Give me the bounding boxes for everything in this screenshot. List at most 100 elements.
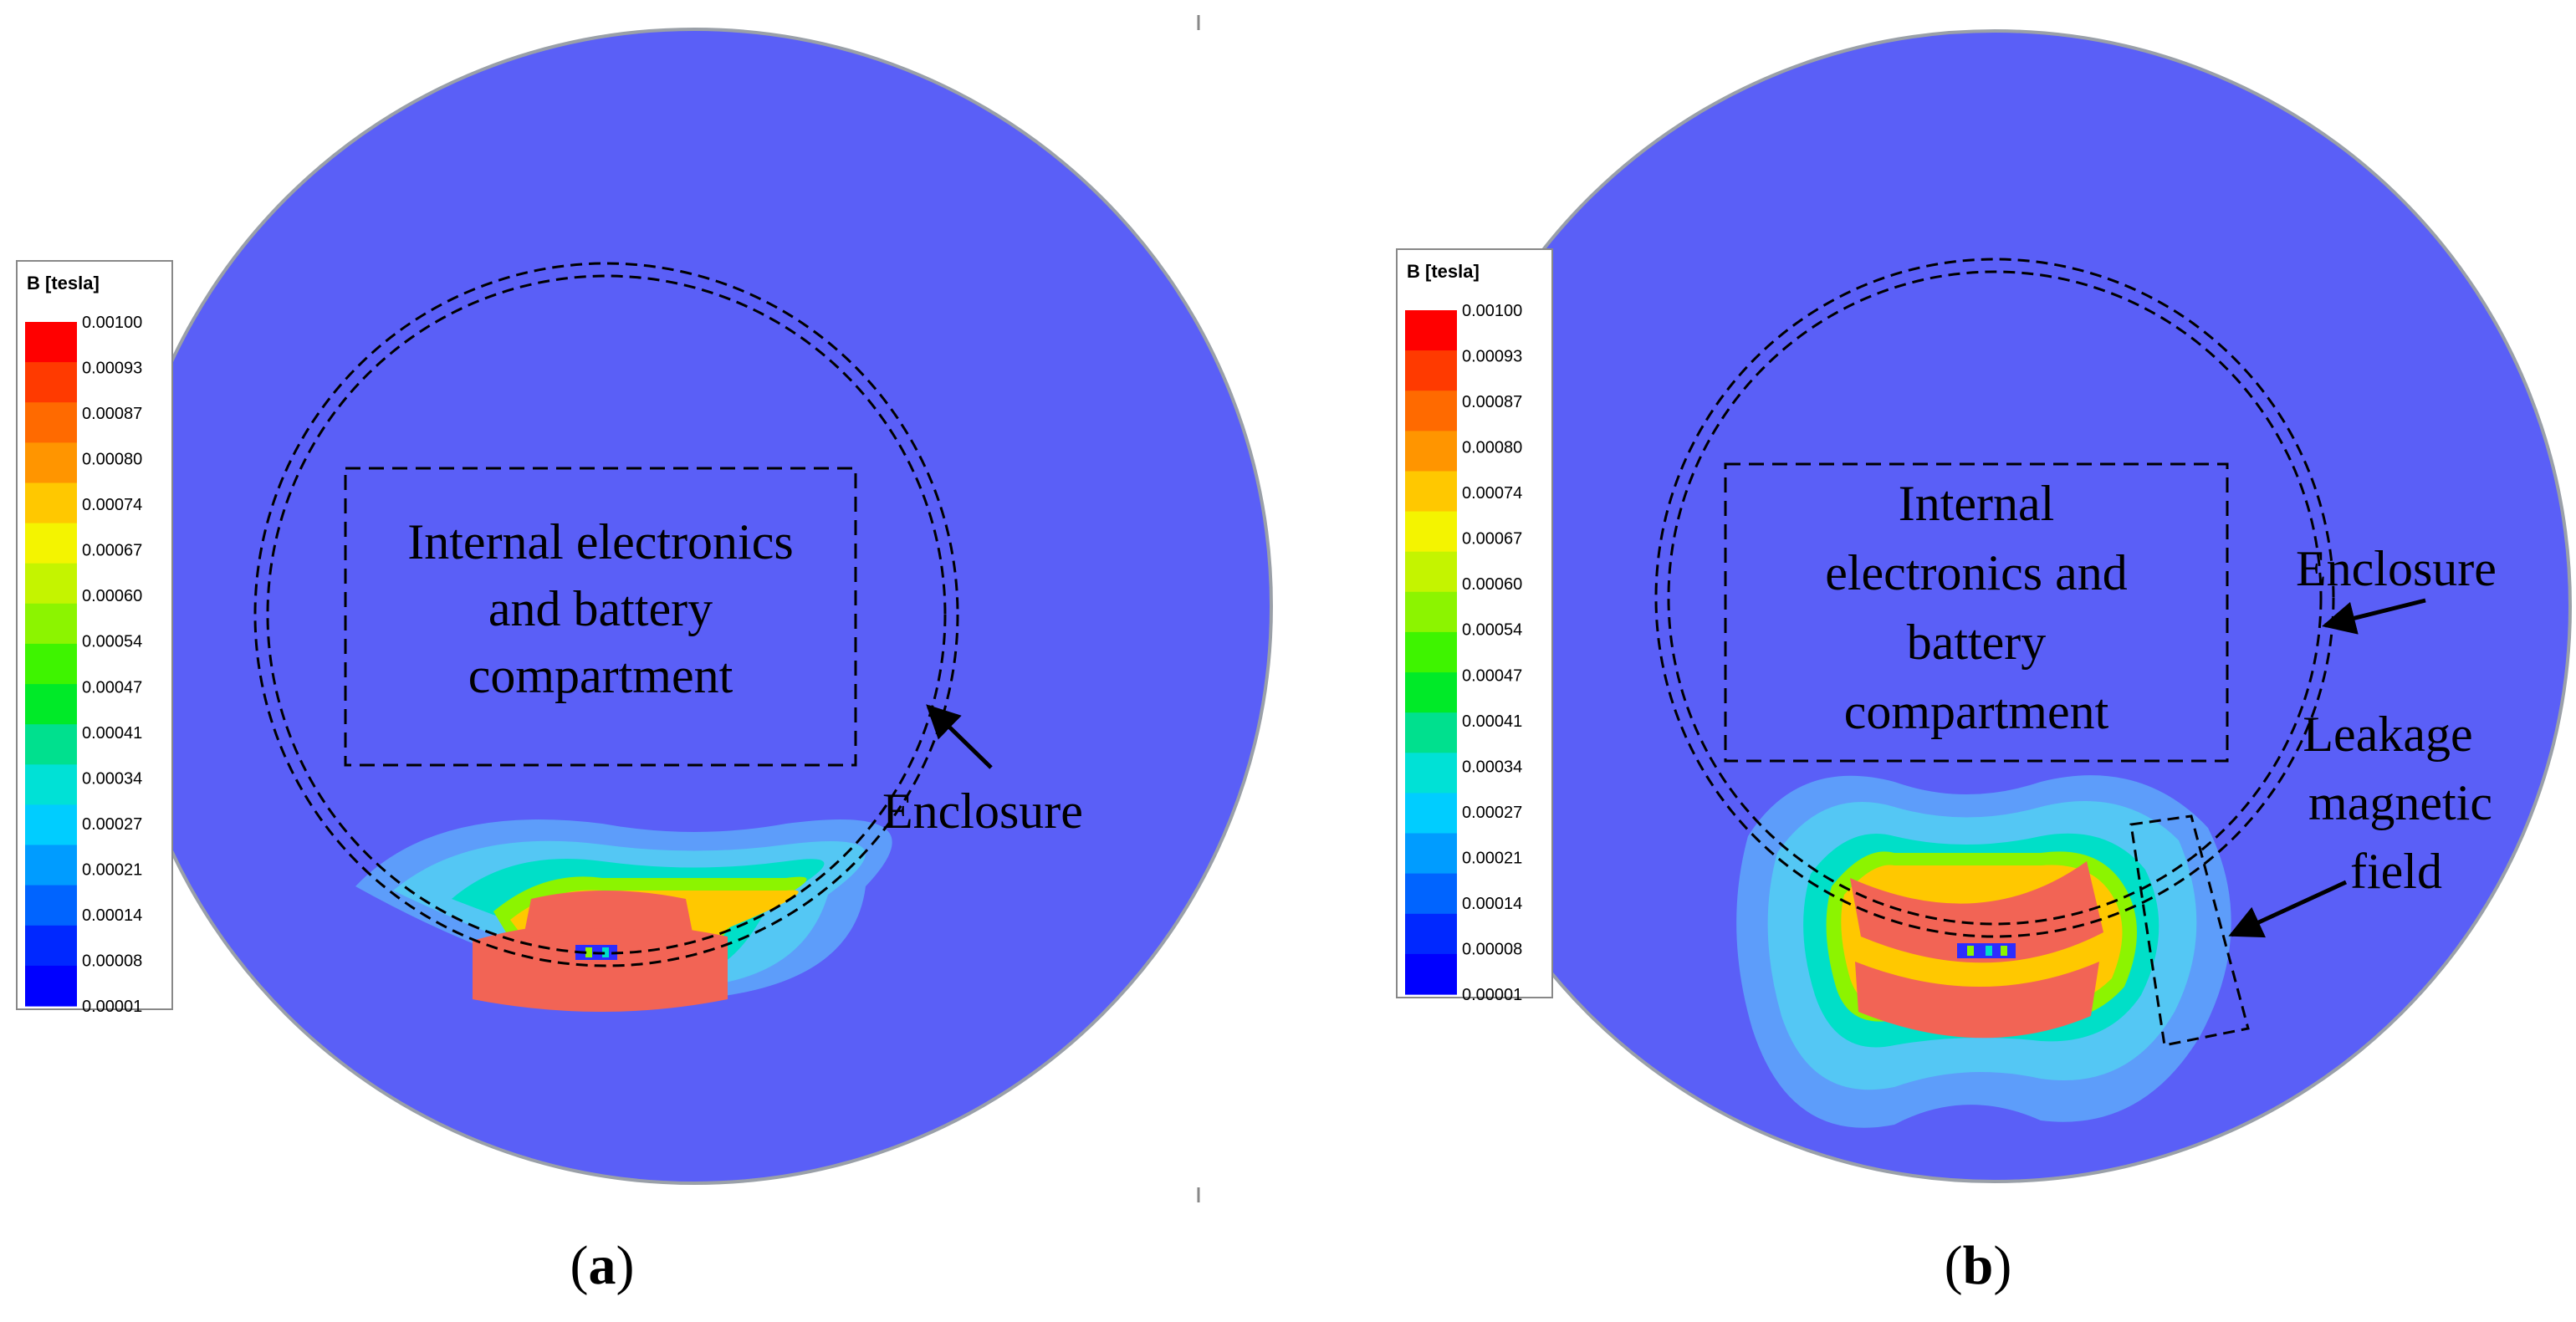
magnet-lower (1855, 962, 2099, 1039)
enclosure-outer (253, 262, 959, 967)
legend-swatch (25, 322, 77, 363)
leakage-label-line-3: field (2350, 844, 2442, 899)
legend-tick-label: 0.00093 (1462, 348, 1522, 366)
legend-title: B [tesla] (27, 273, 100, 293)
legend-tick-label: 0.00054 (82, 633, 142, 651)
legend-swatch (25, 362, 77, 403)
legend-swatch (1405, 390, 1457, 431)
legend-swatch (25, 442, 77, 484)
legend-ticks: 0.00100 0.00093 0.00087 0.00080 0.00074 0.000… (1462, 302, 1522, 1004)
legend-swatch (1405, 793, 1457, 835)
legend-tick-label: 0.00060 (1462, 575, 1522, 594)
legend-swatch (1405, 873, 1457, 915)
legend-swatch (25, 804, 77, 846)
legend-tick-label: 0.00021 (82, 860, 142, 879)
leakage-label-line-1: Leakage (2303, 707, 2472, 762)
legend-tick-label: 0.00001 (1462, 986, 1522, 1004)
enclosure-label: Enclosure (2296, 541, 2497, 596)
legend-tick-label: 0.00074 (82, 496, 142, 514)
legend-swatch (25, 724, 77, 765)
magnet-upper (1850, 861, 2103, 963)
enclosure-inner (1667, 270, 2323, 926)
legend-swatch (25, 523, 77, 564)
legend-swatch (25, 845, 77, 886)
legend-tick-label: 0.00100 (82, 314, 142, 332)
legend-swatch (25, 603, 77, 645)
compartment-label-line-1: Internal (1899, 476, 2055, 531)
legend-tick-label: 0.00041 (82, 724, 142, 743)
legend-tick-label: 0.00001 (82, 998, 142, 1016)
legend-swatch (1405, 471, 1457, 513)
enclosure-inner (266, 274, 947, 955)
legend-tick-label: 0.00060 (82, 587, 142, 605)
legend-swatch (1405, 913, 1457, 955)
legend-tick-label: 0.00087 (1462, 393, 1522, 411)
compartment-label-line-2: and battery (488, 581, 713, 636)
enclosure-arrow (2322, 598, 2426, 635)
compartment-label-line-2: electronics and (1825, 545, 2128, 600)
legend-tick-label: 0.00008 (82, 952, 142, 971)
legend-tick-label: 0.00093 (82, 360, 142, 378)
legend-tick-label: 0.00041 (1462, 712, 1522, 731)
legend-tick-label: 0.00047 (1462, 666, 1522, 685)
panel-b: Internal electronics and battery compart… (1396, 29, 2572, 1296)
legend-tick-label: 0.00027 (1462, 804, 1522, 822)
legend-tick-label: 0.00034 (82, 769, 142, 788)
panel-a: Internal electronics and battery compart… (16, 28, 1273, 1296)
panel-label-b: (b) (1945, 1235, 2012, 1296)
legend-swatch (25, 764, 77, 805)
legend-tick-label: 0.00067 (1462, 530, 1522, 549)
legend-swatch (1405, 591, 1457, 633)
legend-swatches (25, 322, 77, 1007)
compartment-label-line-4: compartment (1844, 684, 2109, 739)
enclosure-outer (1654, 258, 2335, 938)
legend-swatch (1405, 551, 1457, 593)
legend-title: B [tesla] (1407, 261, 1480, 282)
legend-tick-label: 0.00067 (82, 542, 142, 560)
legend-swatch (25, 402, 77, 443)
legend-tick-label: 0.00027 (82, 815, 142, 834)
leakage-region-box (2129, 814, 2250, 1047)
legend-tick-label: 0.00080 (82, 451, 142, 469)
legend-swatch (25, 684, 77, 725)
legend-swatch (1405, 953, 1457, 995)
leakage-label-line-2: magnetic (2308, 775, 2492, 830)
legend-swatch (25, 925, 77, 967)
panel-label-a: (a) (570, 1235, 635, 1296)
legend-swatch (1405, 631, 1457, 673)
legend-tick-label: 0.00047 (82, 678, 142, 697)
legend-swatch (1405, 712, 1457, 753)
legend-ticks: 0.00100 0.00093 0.00087 0.00080 0.00074 0.000… (82, 314, 142, 1016)
legend-swatch (1405, 672, 1457, 713)
legend-tick-label: 0.00100 (1462, 302, 1522, 320)
legend-tick-label: 0.00087 (82, 405, 142, 423)
compartment-label-line-3: compartment (468, 648, 733, 703)
legend-swatch (1405, 310, 1457, 351)
legend-swatch (25, 643, 77, 685)
legend-swatch (1405, 431, 1457, 472)
colorbar-legend: B [tesla] 0.001000.000930.000870.000800.… (1396, 248, 1553, 1004)
legend-tick-label: 0.00021 (1462, 849, 1522, 867)
compartment-box (344, 467, 857, 767)
legend-tick-label: 0.00074 (1462, 484, 1522, 503)
enclosure-label: Enclosure (882, 784, 1083, 839)
compartment-label-line-3: battery (1907, 615, 2047, 670)
legend-swatch (1405, 350, 1457, 391)
legend-tick-label: 0.00034 (1462, 758, 1522, 776)
legend-tick-label: 0.00014 (82, 906, 142, 925)
legend-swatch (1405, 511, 1457, 553)
legend-swatch (25, 885, 77, 926)
legend-tick-label: 0.00008 (1462, 941, 1522, 959)
leakage-arrow (2228, 880, 2348, 938)
legend-tick-label: 0.00080 (1462, 439, 1522, 457)
compartment-label-line-1: Internal electronics (407, 514, 793, 569)
legend-tick-label: 0.00014 (1462, 895, 1522, 913)
colorbar-legend: B [tesla] 0.001000.000930.000870.000800.… (16, 260, 173, 1016)
legend-swatch (1405, 753, 1457, 794)
legend-swatch (25, 563, 77, 605)
enclosure-arrow (926, 704, 993, 769)
magnet (473, 922, 728, 1012)
legend-swatches (1405, 310, 1457, 995)
legend-swatch (1405, 833, 1457, 875)
